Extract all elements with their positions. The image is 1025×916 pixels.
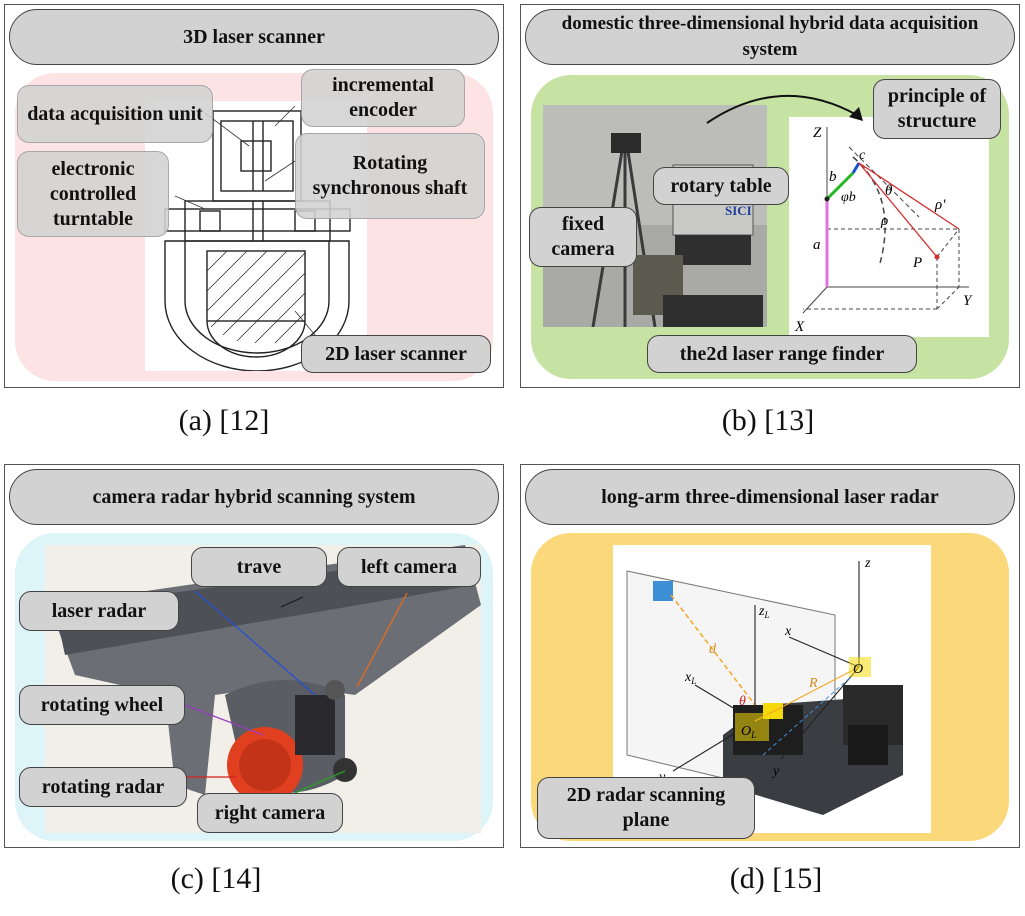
origin-ol-label: OL — [741, 724, 756, 740]
panel-a: 3D laser scanner — [4, 4, 504, 388]
angle-phib-label: φb — [841, 190, 856, 205]
segment-a-label: a — [813, 237, 821, 253]
label-rotating-radar: rotating radar — [19, 767, 187, 807]
label-data-acquisition-unit: data acquisition unit — [17, 85, 213, 143]
label-laser-radar: laser radar — [19, 591, 179, 631]
caption-c: (c) [14] — [170, 862, 262, 895]
label-scanning-plane: 2D radar scanning plane — [537, 777, 755, 839]
angle-theta-label: θ — [885, 183, 893, 199]
label-incremental-encoder: incremental encoder — [301, 69, 465, 127]
angle-theta-label: θ — [739, 694, 746, 709]
panel-b: domestic three-dimensional hybrid data a… — [520, 4, 1020, 388]
axis-zl-label: zL — [758, 604, 769, 620]
label-2d-laser-scanner: 2D laser scanner — [301, 335, 491, 373]
axis-z-label: Z — [813, 125, 822, 141]
distance-d-label: d — [709, 642, 717, 657]
label-right-camera: right camera — [197, 793, 343, 833]
axis-z-label: z — [864, 556, 871, 571]
panel-d-title: long-arm three-dimensional laser radar — [525, 469, 1015, 525]
label-left-camera: left camera — [337, 547, 481, 587]
caption-d: (d) [15] — [729, 862, 823, 895]
label-trave: trave — [191, 547, 327, 587]
rho-prime-label: ρ' — [934, 197, 946, 213]
panel-d: long-arm three-dimensional laser radar z… — [520, 464, 1020, 848]
curved-arrow — [706, 94, 863, 124]
label-electronic-turntable: electronic controlled turntable — [17, 151, 169, 237]
label-rotary-table: rotary table — [653, 167, 789, 205]
photo-brand-text: SICI — [725, 203, 752, 218]
label-rotating-shaft: Rotating synchronous shaft — [295, 133, 485, 219]
segment-b-label: b — [829, 169, 837, 185]
axis-x-label: x — [784, 624, 792, 639]
axis-y-label: y — [771, 764, 780, 779]
axis-x-label: X — [794, 319, 805, 335]
caption-a: (a) [12] — [178, 404, 270, 437]
panel-b-title: domestic three-dimensional hybrid data a… — [525, 9, 1015, 65]
axis-y-label: Y — [963, 293, 973, 309]
panel-a-title: 3D laser scanner — [9, 9, 499, 65]
structure-diagram: Z Y X a b c φb θ ρ ρ' P — [789, 117, 989, 337]
segment-c-label: c — [859, 148, 866, 163]
axis-xl-label: xL — [684, 670, 696, 686]
label-range-finder: the2d laser range finder — [647, 335, 917, 373]
panel-c-title: camera radar hybrid scanning system — [9, 469, 499, 525]
caption-b: (b) [13] — [721, 404, 815, 437]
label-fixed-camera: fixed camera — [529, 207, 637, 267]
panel-c: camera radar hybrid scanning system trav… — [4, 464, 504, 848]
lidar-diagram: z zL x xL yL y d θ R OL O — [613, 545, 931, 833]
rho-label: ρ — [880, 213, 888, 229]
label-principle-of-structure: principle of structure — [873, 79, 1001, 139]
arm-r-label: R — [808, 676, 818, 691]
point-p-label: P — [912, 255, 922, 271]
origin-o-label: O — [853, 662, 863, 677]
label-rotating-wheel: rotating wheel — [19, 685, 185, 725]
